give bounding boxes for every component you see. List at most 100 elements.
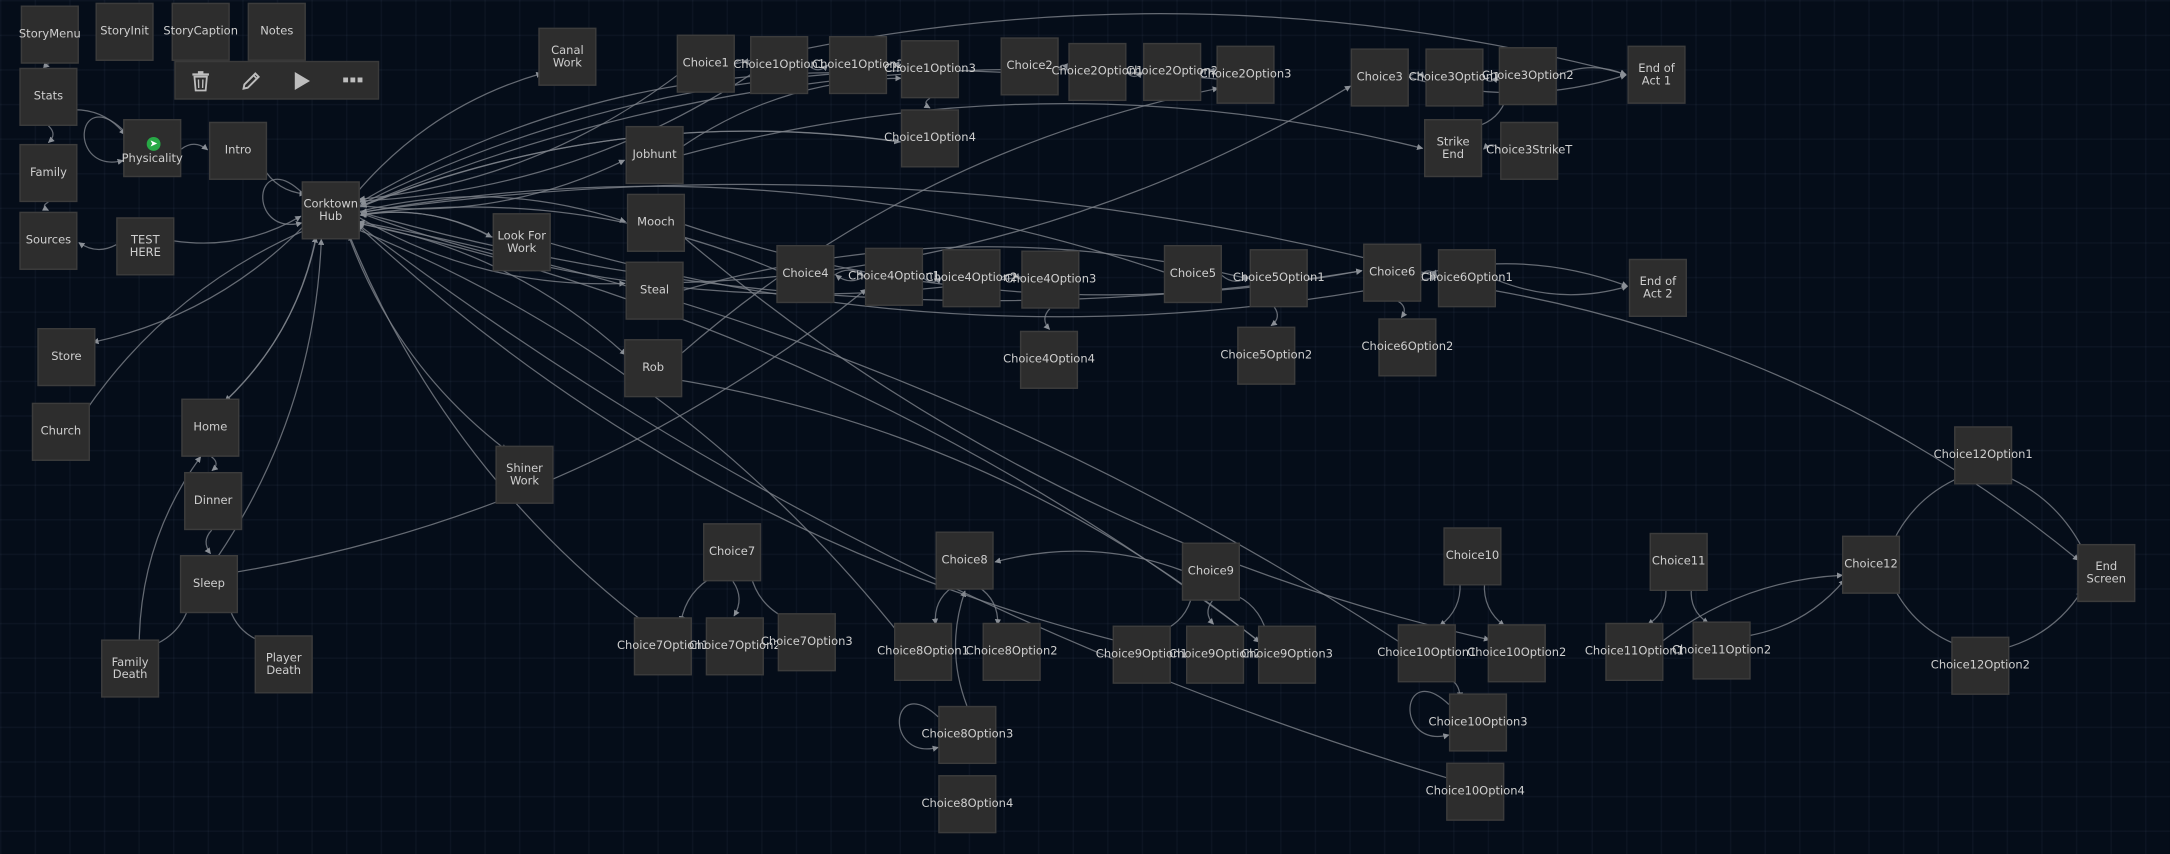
passage-choice4option2[interactable]: Choice4Option2 (926, 249, 1017, 308)
more-button[interactable] (337, 65, 367, 95)
passage-storyinit[interactable]: StoryInit (95, 2, 154, 61)
passage-strike-end[interactable]: Strike End (1424, 119, 1483, 178)
passage-label: Choice1Option4 (884, 130, 976, 145)
passage-choice7[interactable]: Choice7 (703, 523, 762, 582)
passage-choice10option2[interactable]: Choice10Option2 (1467, 624, 1566, 683)
passage-choice12option2[interactable]: Choice12Option2 (1931, 636, 2030, 695)
passage-stats[interactable]: Stats (19, 67, 78, 126)
link-arrow (173, 215, 302, 244)
passage-choice1option1[interactable]: Choice1Option1 (733, 35, 825, 95)
passage-choice5option1[interactable]: Choice5Option1 (1232, 249, 1325, 308)
passage-choice7option3[interactable]: Choice7Option3 (761, 613, 853, 672)
passage-choice2option1[interactable]: Choice2Option1 (1052, 42, 1143, 102)
passage-choice5[interactable]: Choice5 (1163, 244, 1222, 304)
passage-choice8option2[interactable]: Choice8Option2 (966, 622, 1058, 681)
passage-choice4option1[interactable]: Choice4Option1 (848, 247, 940, 306)
passage-choice4[interactable]: Choice4 (776, 244, 835, 304)
passage-rob[interactable]: Rob (624, 339, 683, 398)
passage-choice7option2[interactable]: Choice7Option2 (689, 617, 781, 676)
delete-button[interactable] (186, 65, 216, 95)
test-play-button[interactable] (287, 65, 317, 95)
passage-choice8[interactable]: Choice8 (935, 531, 994, 590)
passage-choice11option2[interactable]: Choice11Option2 (1672, 621, 1772, 680)
passage-choice4option4[interactable]: Choice4Option4 (1003, 330, 1095, 389)
passage-dinner[interactable]: Dinner (184, 471, 243, 531)
passage-storycaption[interactable]: StoryCaption (163, 2, 238, 61)
link-arrow (1495, 279, 1629, 296)
passage-choice1option3[interactable]: Choice1Option3 (884, 40, 976, 99)
passage-family[interactable]: Family (19, 143, 78, 203)
passage-choice6option1[interactable]: Choice6Option1 (1421, 249, 1513, 308)
link-arrow (92, 224, 306, 345)
passage-choice9[interactable]: Choice9 (1181, 542, 1240, 601)
link-arrow (235, 288, 867, 573)
passage-choice3striket[interactable]: Choice3StrikeT (1486, 121, 1572, 180)
passage-choice8option1[interactable]: Choice8Option1 (877, 622, 969, 681)
passage-choice9option1[interactable]: Choice9Option1 (1096, 625, 1188, 684)
link-arrow (359, 196, 627, 223)
passage-choice2option3[interactable]: Choice2Option3 (1200, 45, 1291, 104)
passage-store[interactable]: Store (37, 328, 96, 387)
passage-shiner-work[interactable]: Shiner Work (495, 445, 554, 504)
passage-choice4option3[interactable]: Choice4Option3 (1004, 250, 1096, 309)
passage-choice12[interactable]: Choice12 (1841, 535, 1901, 594)
passage-choice6option2[interactable]: Choice6Option2 (1362, 318, 1453, 377)
passage-canal-work[interactable]: Canal Work (538, 27, 597, 86)
passage-steal[interactable]: Steal (625, 261, 684, 320)
link-arrow (211, 456, 219, 472)
passage-test-here[interactable]: TEST HERE (116, 217, 175, 276)
passage-choice9option2[interactable]: Choice9Option2 (1169, 625, 1261, 684)
passage-jobhunt[interactable]: Jobhunt (625, 125, 684, 185)
passage-label: Choice11Option2 (1672, 642, 1772, 657)
passage-choice10option3[interactable]: Choice10Option3 (1428, 693, 1528, 752)
passage-choice9option3[interactable]: Choice9Option3 (1241, 625, 1333, 684)
passage-intro[interactable]: Intro (208, 121, 268, 180)
passage-player-death[interactable]: Player Death (254, 635, 313, 694)
passage-label: Choice5Option1 (1232, 270, 1325, 285)
passage-label: Choice8Option1 (877, 643, 969, 658)
passage-choice1option4[interactable]: Choice1Option4 (884, 109, 976, 168)
passage-choice1[interactable]: Choice1 (676, 34, 735, 93)
passage-choice10option1[interactable]: Choice10Option1 (1377, 624, 1476, 683)
passage-choice8option4[interactable]: Choice8Option4 (921, 775, 1013, 834)
passage-look-for-work[interactable]: Look For Work (492, 213, 551, 272)
link-arrow (923, 97, 931, 109)
passage-choice8option3[interactable]: Choice8Option3 (921, 705, 1013, 765)
passage-sources[interactable]: Sources (19, 211, 78, 270)
passage-choice10[interactable]: Choice10 (1443, 527, 1502, 586)
passage-choice5option2[interactable]: Choice5Option2 (1220, 326, 1312, 385)
passage-family-death[interactable]: Family Death (101, 639, 160, 698)
passage-choice11[interactable]: Choice11 (1649, 532, 1708, 592)
passage-choice2option2[interactable]: Choice2Option2 (1126, 42, 1218, 102)
passage-label: Choice10Option4 (1425, 783, 1525, 798)
passage-mooch[interactable]: Mooch (626, 193, 686, 252)
passage-choice7option1[interactable]: Choice7Option1 (617, 617, 709, 676)
passage-corktown-hub[interactable]: Corktown Hub (301, 181, 360, 240)
passage-choice6[interactable]: Choice6 (1363, 243, 1422, 302)
passage-label: Stats (33, 88, 64, 103)
passage-label: Store (51, 349, 82, 363)
passage-choice3option1[interactable]: Choice3Option1 (1409, 48, 1500, 107)
passage-physicality[interactable]: Physicality➤ (121, 119, 183, 178)
pencil-icon (242, 71, 261, 90)
edit-button[interactable] (236, 65, 266, 95)
passage-label: Choice10Option3 (1428, 714, 1528, 729)
passage-choice3[interactable]: Choice3 (1350, 48, 1409, 107)
passage-choice10option4[interactable]: Choice10Option4 (1425, 762, 1525, 821)
passage-home[interactable]: Home (181, 398, 240, 457)
passage-label: Physicality (121, 150, 183, 165)
passage-choice11option1[interactable]: Choice11Option1 (1585, 622, 1684, 681)
passage-choice1option2[interactable]: Choice1Option2 (812, 35, 904, 95)
passage-label: Choice2 (1006, 58, 1053, 73)
passage-choice2[interactable]: Choice2 (1000, 37, 1059, 96)
passage-end-act1[interactable]: End of Act 1 (1627, 45, 1686, 104)
passage-choice3option2[interactable]: Choice3Option2 (1482, 47, 1574, 106)
passage-sleep[interactable]: Sleep (179, 555, 239, 614)
passage-choice12option1[interactable]: Choice12Option1 (1934, 426, 2033, 485)
passage-end-screen[interactable]: End Screen (2077, 543, 2136, 603)
passage-end-act2[interactable]: End of Act 2 (1628, 258, 1687, 317)
passage-storymenu[interactable]: StoryMenu (19, 5, 81, 64)
passage-notes[interactable]: Notes (247, 2, 306, 61)
passage-church[interactable]: Church (31, 402, 90, 461)
